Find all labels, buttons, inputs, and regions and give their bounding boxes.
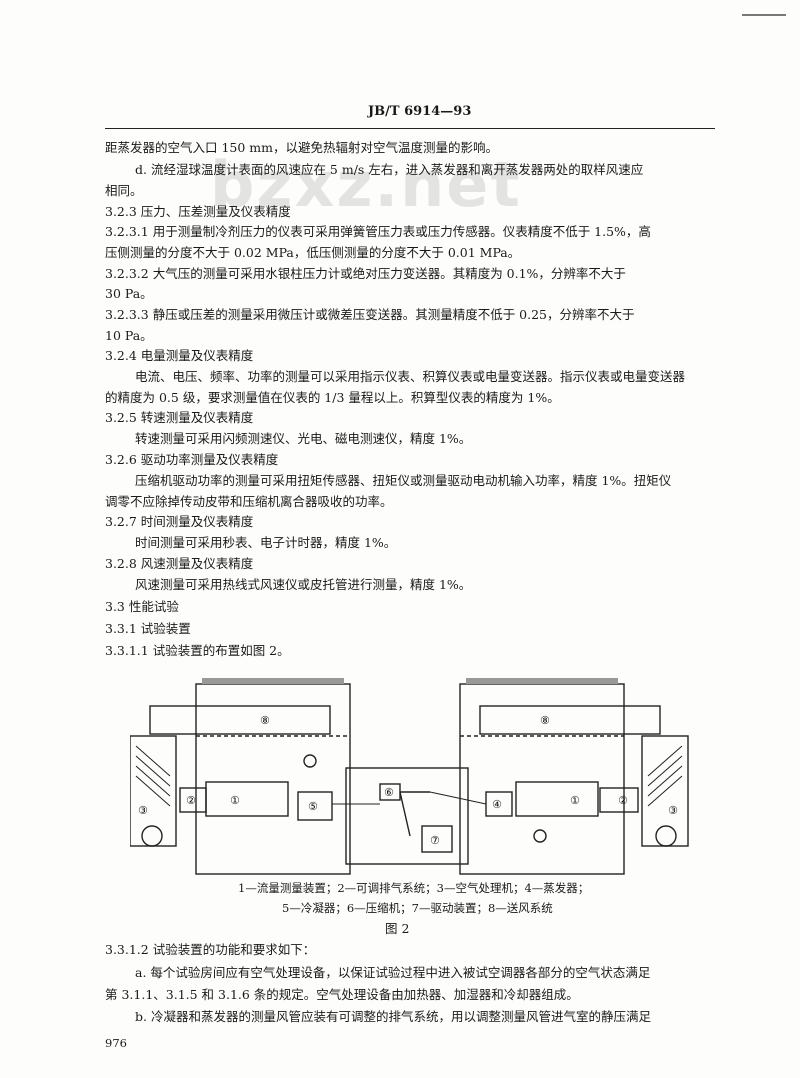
left-measuring-duct — [205, 781, 289, 817]
watermark: bzxz.net — [210, 148, 522, 221]
body-line: 电流、电压、频率、功率的测量可以采用指示仪表、积算仪表或电量变送器。指示仪表或电… — [135, 369, 686, 384]
figure-title: 图 2 — [385, 921, 410, 936]
figure-caption-line-2: 5—冷凝器；6—压缩机；7—驱动装置；8—送风系统 — [282, 901, 553, 915]
section-heading: 3.2.7 时间测量及仪表精度 — [105, 514, 254, 529]
label-8-left: ⑧ — [260, 714, 270, 727]
body-line: 距蒸发器的空气入口 150 mm，以避免热辐射对空气温度测量的影响。 — [105, 140, 499, 155]
page-number: 976 — [105, 1036, 127, 1050]
section-heading: 3.2.3 压力、压差测量及仪表精度 — [105, 204, 291, 219]
body-line: 3.2.3.1 用于测量制冷剂压力的仪表可采用弹簧管压力表或压力传感器。仪表精度… — [105, 224, 651, 239]
label-7: ⑦ — [430, 834, 440, 847]
right-room-wall — [459, 683, 625, 875]
label-2-right: ② — [618, 794, 628, 807]
body-line: 第 3.1.1、3.1.5 和 3.1.6 条的规定。空气处理设备由加热器、加湿… — [105, 987, 579, 1002]
body-line: b. 冷凝器和蒸发器的测量风管应装有可调整的排气系统，用以调整测量风管进气室的静… — [135, 1009, 651, 1024]
left-room-top-hatch — [202, 678, 344, 684]
section-heading: 3.2.6 驱动功率测量及仪表精度 — [105, 452, 279, 467]
body-line: 时间测量可采用秒表、电子计时器，精度 1%。 — [135, 535, 397, 550]
body-line: 3.2.3.2 大气压的测量可采用水银柱压力计或绝对压力变送器。其精度为 0.1… — [105, 266, 626, 281]
body-line: 转速测量可采用闪频测速仪、光电、磁电测速仪，精度 1%。 — [135, 431, 472, 446]
section-heading: 3.3 性能试验 — [105, 599, 179, 614]
body-line: 3.2.3.3 静压或压差的测量采用微压计或微差压变送器。其测量精度不低于 0.… — [105, 307, 635, 322]
right-room-top-hatch — [466, 678, 618, 684]
section-heading: 3.3.1 试验装置 — [105, 621, 191, 636]
body-line: 10 Pa。 — [105, 328, 153, 343]
left-fan-icon — [141, 825, 163, 847]
header-rule — [105, 128, 715, 129]
test-apparatus-diagram: ⑧ ⑧ ③ ③ ② ② ① ① ④ ⑤ ⑥ ⑦ — [130, 678, 689, 875]
body-line: a. 每个试验房间应有空气处理设备，以保证试验过程中进入被试空调器各部分的空气状… — [135, 965, 651, 980]
header-code: JB/T 6914—93 — [368, 104, 472, 119]
right-fan-icon — [655, 825, 677, 847]
body-line: 相同。 — [105, 183, 143, 198]
right-supply-duct — [479, 705, 661, 735]
section-heading: 3.3.1.2 试验装置的功能和要求如下： — [105, 942, 316, 957]
label-6: ⑥ — [384, 786, 394, 799]
left-supply-duct — [149, 705, 331, 735]
right-small-fan-icon — [533, 829, 547, 843]
figure-caption-line-1: 1—流量测量装置；2—可调排气系统；3—空气处理机；4—蒸发器； — [238, 881, 590, 895]
drive-box — [421, 825, 453, 853]
compressor-room — [345, 767, 469, 865]
body-line: 压侧测量的分度不大于 0.02 MPa，低压侧测量的分度不大于 0.01 MPa… — [105, 245, 521, 260]
section-heading: 3.3.1.1 试验装置的布置如图 2。 — [105, 643, 290, 658]
left-handler-hatch — [135, 745, 171, 807]
label-2-left: ② — [186, 794, 196, 807]
left-small-fan-icon — [303, 754, 317, 768]
label-1-left: ① — [230, 794, 240, 807]
label-3-right: ③ — [668, 804, 678, 817]
right-fan-box — [599, 787, 639, 813]
drive-belt — [399, 791, 411, 837]
body-line: 压缩机驱动功率的测量可采用扭矩传感器、扭矩仪或测量驱动电动机输入功率，精度 1%… — [135, 473, 672, 488]
label-1-right: ① — [570, 794, 580, 807]
body-line: 的精度为 0.5 级，要求测量值在仪表的 1/3 量程以上。积算型仪表的精度为 … — [105, 390, 560, 405]
body-line: d. 流经湿球温度计表面的风速应在 5 m/s 左右，进入蒸发器和离开蒸发器两处… — [135, 162, 644, 177]
scan-corner-mark — [742, 14, 786, 16]
body-line: 30 Pa。 — [105, 286, 153, 301]
left-unit-box — [297, 791, 333, 821]
label-5: ⑤ — [308, 800, 318, 813]
section-heading: 3.2.4 电量测量及仪表精度 — [105, 348, 254, 363]
label-8-right: ⑧ — [540, 714, 550, 727]
right-measuring-duct — [515, 781, 599, 817]
body-line: 调零不应除掉传动皮带和压缩机离合器吸收的功率。 — [105, 494, 393, 509]
label-4: ④ — [492, 798, 502, 811]
body-line: 风速测量可采用热线式风速仪或皮托管进行测量，精度 1%。 — [135, 577, 472, 592]
label-3-left: ③ — [138, 804, 148, 817]
pipe-right — [429, 791, 487, 805]
section-heading: 3.2.5 转速测量及仪表精度 — [105, 410, 254, 425]
section-heading: 3.2.8 风速测量及仪表精度 — [105, 556, 254, 571]
right-handler-hatch — [647, 745, 683, 807]
left-room-wall — [195, 683, 351, 875]
